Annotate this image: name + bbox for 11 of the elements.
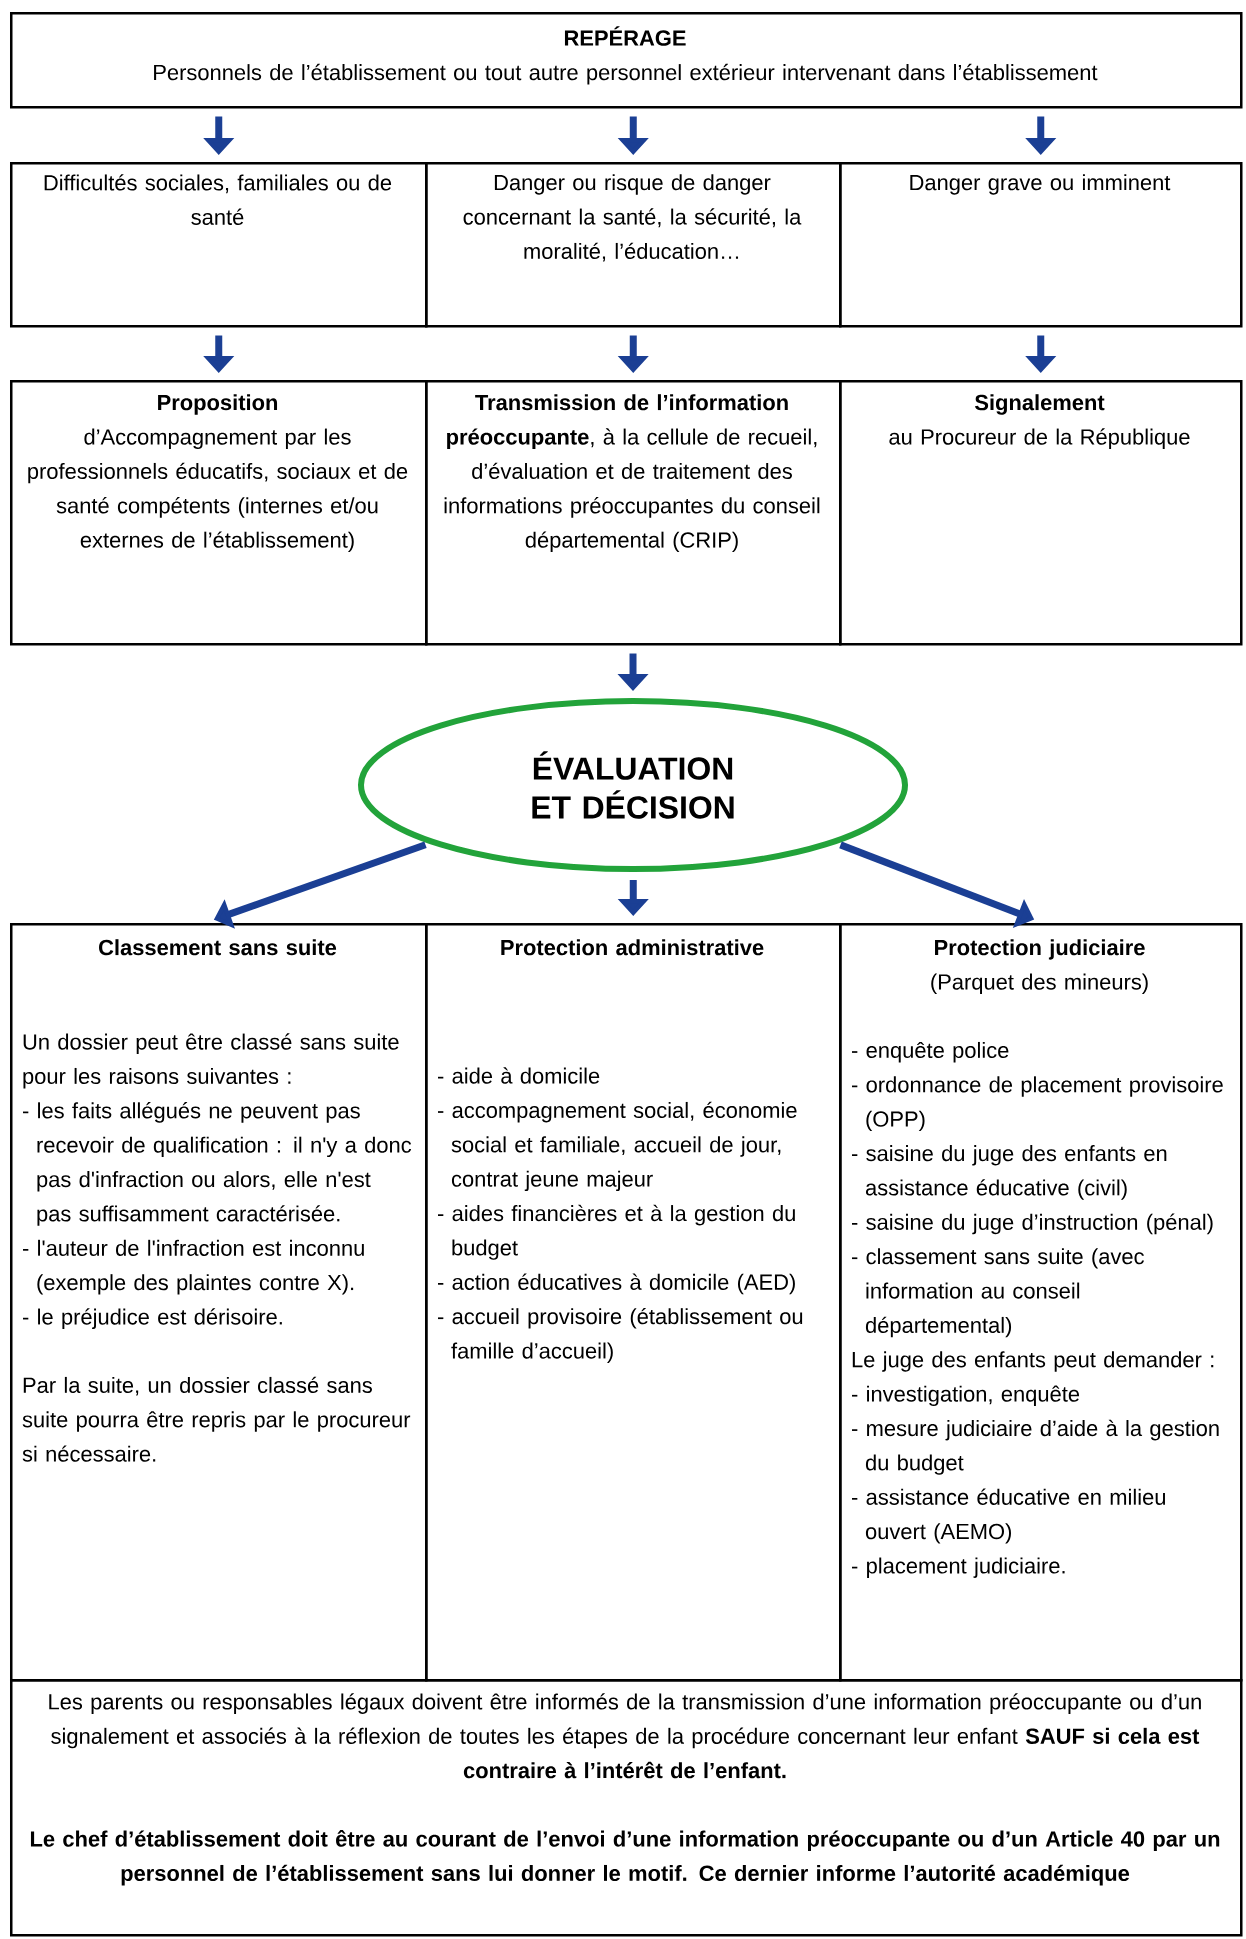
text-box: Signalement au Procureur de la République	[839, 380, 1243, 646]
text-box: Proposition d’Accompagnement par les professionnels éducatifs, sociaux et de santé compétents (internes et/ou externes de l’établissement)	[10, 380, 428, 646]
text-box: Danger ou risque de danger concernant la santé, la sécurité, la moralité, l’éducation…	[425, 162, 842, 328]
text-box: Classement sans suite Un dossier peut être classé sans suite pour les raisons suivantes : - les faits allégués ne peuvent pas recevoir de qualification : il n'y a donc pas d'infraction ou alors, elle n'est pas suffisamment caractérisée. - l'auteur de l'infraction est inconnu (exemple des plaintes contre X). - le préjudice est dérisoire. Par la suite, un dossier classé sans suite pourra être repris par le procureur si nécessaire.	[10, 923, 428, 1682]
text-box: Transmission de l’information préoccupante, à la cellule de recueil, d’évaluation et de traitement des informations préoccupantes du conseil départemental (CRIP)	[425, 380, 842, 646]
text-box: Danger grave ou imminent	[839, 162, 1243, 328]
text-box: Protection administrative - aide à domicile - accompagnement social, économie social et familiale, accueil de jour, contrat jeune majeur - aides financières et à la gestion du budget - action éducatives à domicile (AED) - accueil provisoire (établissement ou famille d’accueil)	[425, 923, 842, 1682]
text-box: Difficultés sociales, familiales ou de santé	[10, 162, 428, 328]
note-box: Les parents ou responsables légaux doivent être informés de la transmission d’une information préoccupante ou d’un signalement et associés à la réflexion de toutes les étapes de la procédure concernant leur enfant SAUF si cela est contraire à l’intérêt de l’enfant. Le chef d’établissement doit être au courant de l’envoi d’une information préoccupante ou d’un Article 40 par un personnel de l’établissement sans lui donner le motif. Ce dernier informe l’autorité académique	[10, 1679, 1243, 1937]
text-box: Protection judiciaire (Parquet des mineurs) - enquête police - ordonnance de placement provisoire (OPP) - saisine du juge des enfants en assistance éducative (civil) - saisine du juge d’instruction (pénal) - classement sans suite (avec information au conseil départemental) Le juge des enfants peut demander : - investigation, enquête - mesure judiciaire d’aide à la gestion du budget - assistance éducative en milieu ouvert (AEMO) - placement judiciaire.	[839, 923, 1243, 1682]
header-box: REPÉRAGE Personnels de l’établissement ou tout autre personnel extérieur intervenant dans l’établissement	[10, 12, 1243, 109]
